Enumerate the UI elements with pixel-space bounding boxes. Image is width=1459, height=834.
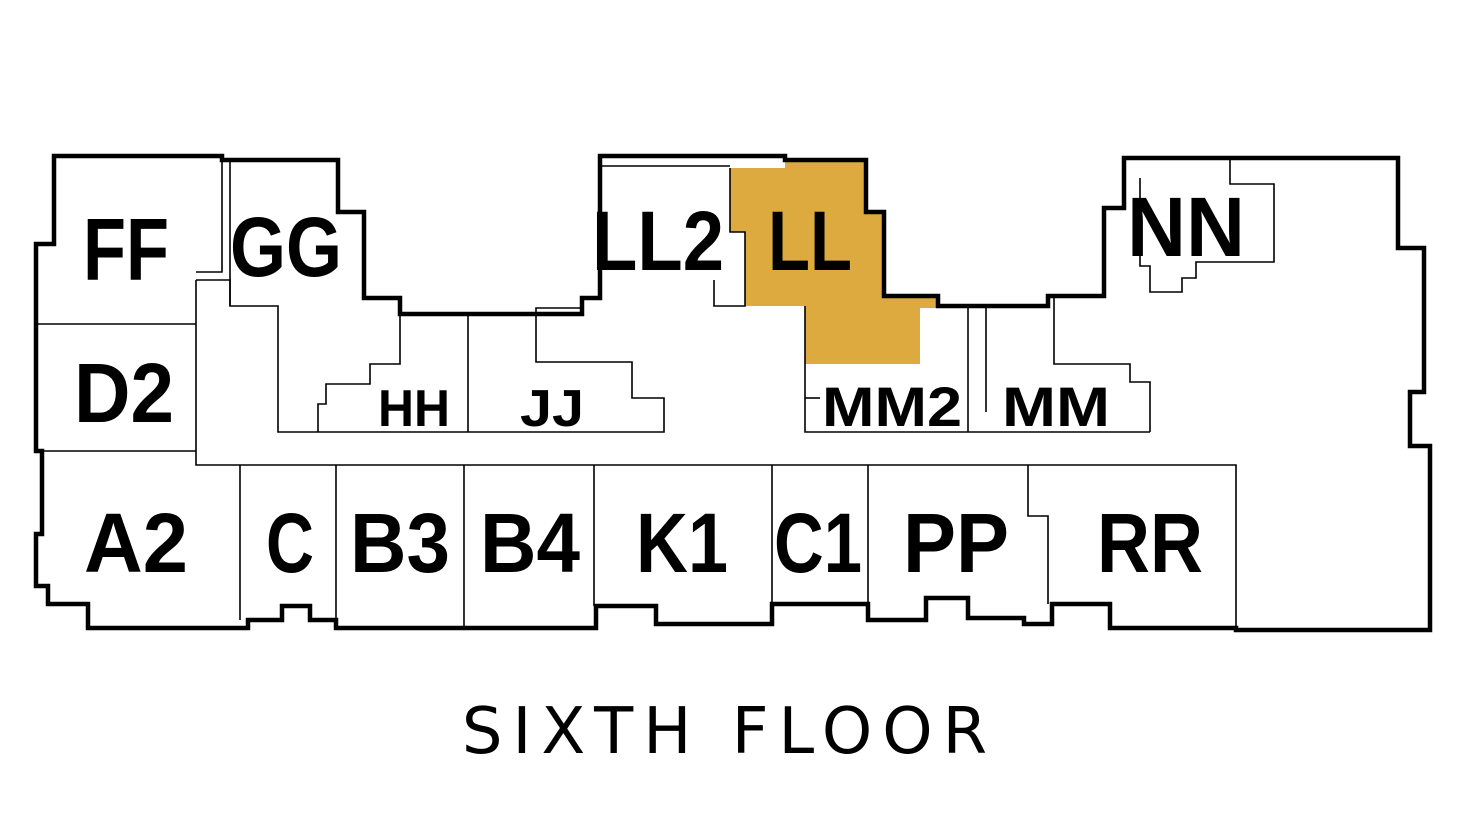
unit-label-GG[interactable]: GG <box>230 200 342 294</box>
unit-label-A2[interactable]: A2 <box>84 496 188 590</box>
unit-labels: FF GG LL2 LL NN D2 HH JJ MM2 MM A2 C B3 … <box>74 180 1245 590</box>
unit-label-B3[interactable]: B3 <box>350 496 450 590</box>
unit-label-FF[interactable]: FF <box>83 200 169 299</box>
unit-label-K1[interactable]: K1 <box>636 496 728 590</box>
unit-label-JJ[interactable]: JJ <box>520 380 584 438</box>
unit-LL-highlight[interactable] <box>730 160 938 398</box>
unit-label-C[interactable]: C <box>266 496 314 590</box>
unit-label-C1[interactable]: C1 <box>774 496 862 590</box>
unit-label-LL[interactable]: LL <box>768 194 852 288</box>
unit-label-RR[interactable]: RR <box>1097 496 1203 590</box>
unit-label-MM2[interactable]: MM2 <box>822 375 962 438</box>
unit-label-PP[interactable]: PP <box>903 496 1009 590</box>
unit-label-LL2[interactable]: LL2 <box>592 194 724 288</box>
unit-label-B4[interactable]: B4 <box>480 496 580 590</box>
unit-label-MM[interactable]: MM <box>1002 375 1110 438</box>
floor-title: SIXTH FLOOR <box>461 695 998 769</box>
unit-label-D2[interactable]: D2 <box>74 346 174 440</box>
unit-label-NN[interactable]: NN <box>1127 180 1245 274</box>
unit-label-HH[interactable]: HH <box>378 380 450 438</box>
building-outline <box>33 153 1433 633</box>
interior-walls <box>36 160 1275 628</box>
